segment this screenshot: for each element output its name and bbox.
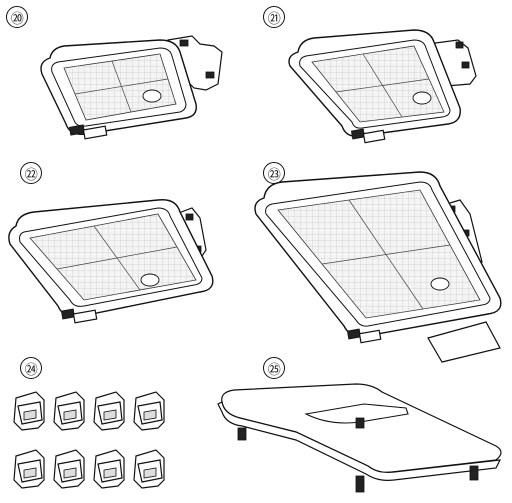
label-24: ㉔ [20,357,42,379]
clip [53,391,85,431]
clip [133,449,165,489]
clip [53,449,85,489]
clip [13,449,45,489]
hoop-20 [40,35,223,140]
hoop-23 [254,171,502,363]
template-sheet [427,321,501,363]
hoop-21 [288,29,477,144]
clip [93,449,125,489]
table-25 [217,383,502,493]
clip [133,391,165,431]
clips-24 [13,391,165,489]
hoop-22 [8,199,214,324]
clip [13,391,45,431]
label-20: ⑳ [6,6,28,28]
label-25: ㉕ [263,357,285,379]
label-22: ㉒ [20,162,42,184]
clip [93,391,125,431]
label-21: ㉑ [263,6,285,28]
